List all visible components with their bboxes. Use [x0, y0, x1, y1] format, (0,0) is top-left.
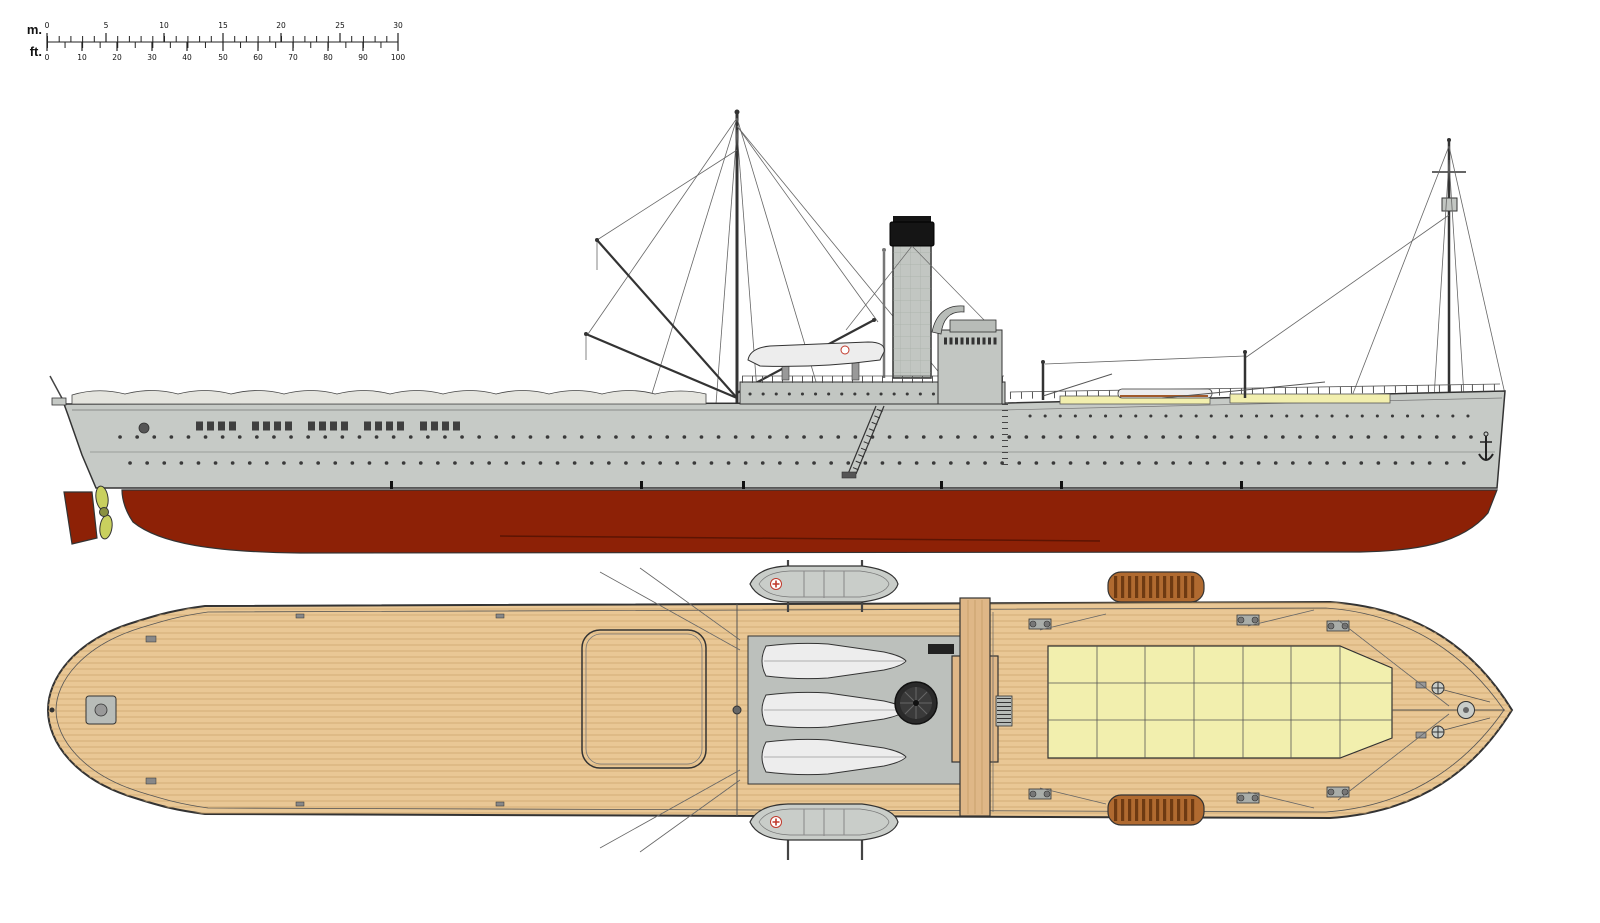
- funnel: [845, 216, 987, 379]
- bridge: [931, 305, 1003, 405]
- feet-tick-label: 50: [218, 53, 228, 62]
- meter-tick-label: 15: [218, 21, 228, 30]
- bridge-plan: [951, 597, 1013, 817]
- meters-label: m.: [27, 22, 42, 37]
- main-mast-rigging: [585, 117, 961, 405]
- feet-tick-label: 80: [323, 53, 333, 62]
- feet-tick-label: 0: [45, 53, 50, 62]
- rudder: [63, 491, 98, 545]
- bow-fittings: [1392, 681, 1505, 739]
- meter-major-ticks: [46, 33, 399, 42]
- stern-fairlead: [138, 422, 150, 434]
- awning: [71, 390, 707, 405]
- funnel-stays: [845, 245, 987, 331]
- funnel-cap: [889, 221, 935, 247]
- waterline-marks: [390, 481, 1243, 489]
- accommodation-ladder: [841, 405, 885, 480]
- feet-tick-label: 40: [182, 53, 192, 62]
- feet-tick-labels: 0 10 20 30 40 50 60 70 80 90 100: [45, 53, 406, 62]
- cowl-vent: [931, 305, 965, 335]
- feet-major-ticks: [46, 42, 399, 51]
- lifeboat-bottom: [749, 803, 899, 841]
- meter-tick-label: 10: [159, 21, 169, 30]
- meter-tick-label: 30: [393, 21, 403, 30]
- funnel-plan: [894, 681, 938, 725]
- side-profile-view: [49, 109, 1506, 554]
- fore-mast-rigging: [1044, 145, 1506, 399]
- meter-tick-label: 0: [45, 21, 50, 30]
- hull-details: [49, 375, 1503, 465]
- feet-tick-label: 60: [253, 53, 263, 62]
- hull-underwater: [121, 489, 1498, 554]
- anchor: [1478, 431, 1494, 461]
- stern-staff-plan: [49, 707, 55, 713]
- feet-tick-label: 30: [147, 53, 157, 62]
- feet-label: ft.: [30, 44, 42, 59]
- ships-boat: [747, 341, 885, 381]
- feet-tick-label: 100: [391, 53, 406, 62]
- main-mast: [584, 109, 961, 406]
- propeller: [95, 485, 113, 540]
- crows-nest: [1441, 197, 1458, 212]
- meter-tick-labels: 0 5 10 15 20 25 30: [45, 21, 403, 30]
- top-plan-view: [46, 560, 1514, 860]
- main-mast-plan: [732, 604, 742, 816]
- foredeck-cargo: [1041, 350, 1391, 405]
- derrick-booms: [585, 239, 875, 400]
- meter-tick-label: 20: [276, 21, 286, 30]
- stern-walk: [51, 397, 67, 406]
- funnel-cap-step: [893, 216, 931, 224]
- grating-bottom: [1107, 794, 1205, 826]
- hull-upper: [62, 390, 1506, 489]
- bridge-ladder: [995, 695, 1013, 727]
- hatch-cover-side-2: [1229, 393, 1391, 404]
- superstructure: [739, 305, 1006, 405]
- steering-gear: [85, 695, 117, 725]
- grating-top: [1107, 571, 1205, 603]
- bilge-keel: [499, 535, 1101, 542]
- meter-tick-label: 5: [104, 21, 109, 30]
- fore-mast: [1044, 138, 1506, 400]
- aft-hatch-outline: [581, 629, 707, 769]
- meter-tick-label: 25: [335, 21, 345, 30]
- feet-tick-label: 10: [77, 53, 87, 62]
- plan-rigging: [599, 567, 1450, 853]
- kingpost-fore: [1161, 350, 1326, 399]
- hatch-grid-lines: [1048, 646, 1392, 758]
- feet-tick-label: 20: [112, 53, 122, 62]
- feet-tick-label: 90: [358, 53, 368, 62]
- lifeboat-top: [749, 565, 899, 603]
- red-cross-marking: [840, 345, 850, 355]
- lifeboats-plan: [749, 560, 899, 860]
- vent-plan: [928, 644, 954, 654]
- cargo-hatch-plan: [1047, 645, 1393, 759]
- scale-ruler: m. ft. 0 5 10 15 20 25 30: [27, 21, 406, 62]
- kingpost-aft: [1041, 360, 1113, 400]
- deck-cleats: [145, 613, 505, 807]
- foredeck-railing: [1009, 383, 1501, 399]
- feet-tick-label: 70: [288, 53, 298, 62]
